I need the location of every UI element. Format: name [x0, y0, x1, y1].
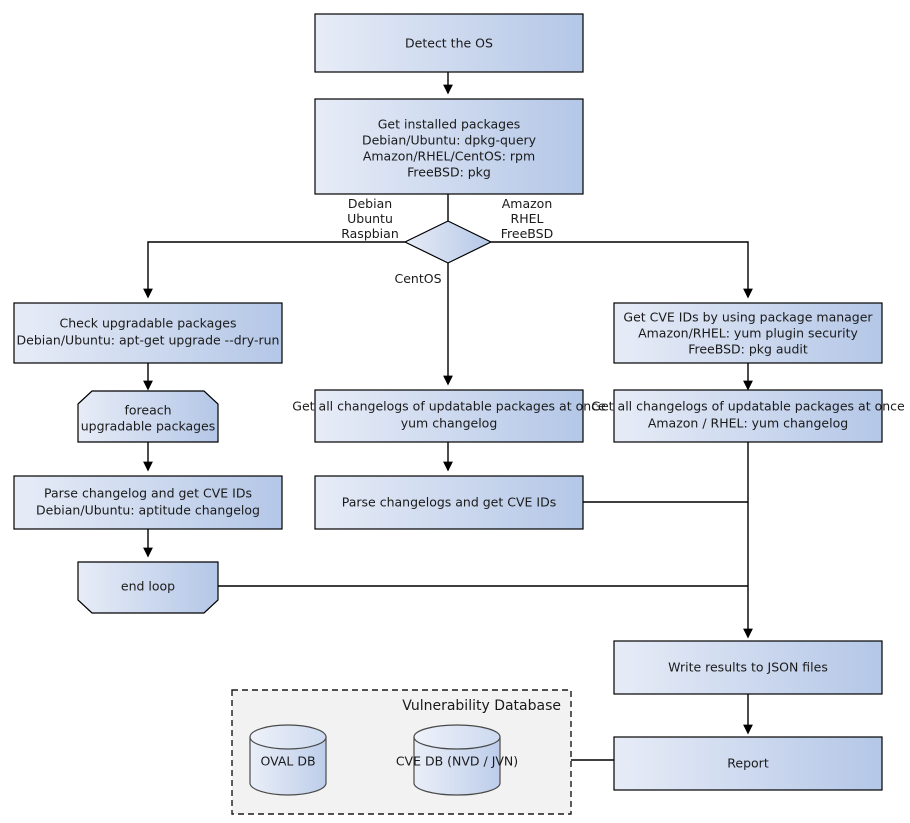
connector-layer — [143, 72, 753, 761]
node-get-changelogs-centos-shape[interactable] — [314, 389, 584, 443]
edge-label-right-branch: Amazon RHEL FreeBSD — [501, 196, 553, 241]
db-oval-db-top[interactable] — [249, 724, 327, 750]
node-parse-changelogs-centos-shape[interactable] — [314, 475, 584, 530]
db-cve-db-label: CVE DB (NVD / JVN) — [396, 754, 518, 769]
node-get-changelogs-centos[interactable]: Get all changelogs of updatable packages… — [292, 389, 606, 443]
node-os-decision[interactable] — [403, 220, 493, 264]
node-check-upgradable-packages-shape[interactable] — [13, 302, 283, 364]
edge-label-down-branch: CentOS — [394, 271, 441, 286]
node-get-installed-packages-line-3: Amazon/RHEL/CentOS: rpm — [363, 149, 535, 164]
edge-label-right-line-1: Amazon — [502, 196, 553, 211]
node-get-installed-packages-line-2: Debian/Ubuntu: dpkg-query — [362, 133, 537, 148]
edge-decision-right — [491, 241, 753, 299]
edge-label-left-line-1: Debian — [348, 196, 392, 211]
node-parse-changelog-debian-line-2: Debian/Ubuntu: aptitude changelog — [36, 503, 260, 518]
node-end-loop-label: end loop — [121, 579, 175, 594]
node-report[interactable]: Report — [613, 736, 883, 791]
db-oval-db-body[interactable] — [249, 736, 327, 796]
node-get-changelogs-amazon-rhel-line-2: Amazon / RHEL: yum changelog — [648, 416, 848, 431]
node-check-upgradable-packages-line-2: Debian/Ubuntu: apt-get upgrade --dry-run — [17, 333, 280, 348]
node-end-loop[interactable]: end loop — [77, 561, 219, 614]
node-get-cve-ids-line-3: FreeBSD: pkg audit — [688, 342, 808, 357]
node-get-installed-packages-shape[interactable] — [314, 98, 584, 195]
node-parse-changelogs-centos-label: Parse changelogs and get CVE IDs — [342, 495, 556, 510]
cluster-vulnerability-database: Vulnerability Database OVAL DB CVE DB (N… — [231, 689, 572, 815]
edge-label-right-line-3: FreeBSD — [501, 226, 553, 241]
node-get-installed-packages[interactable]: Get installed packages Debian/Ubuntu: dp… — [314, 98, 584, 195]
node-parse-changelog-debian[interactable]: Parse changelog and get CVE IDs Debian/U… — [13, 475, 283, 530]
node-get-installed-packages-line-4: FreeBSD: pkg — [407, 165, 491, 180]
node-os-decision-shape[interactable] — [403, 220, 493, 264]
edge-decision-left — [143, 241, 405, 299]
node-parse-changelogs-centos[interactable]: Parse changelogs and get CVE IDs — [314, 475, 584, 530]
node-end-loop-shape[interactable] — [77, 561, 219, 614]
node-foreach-upgradable-packages-shape[interactable] — [77, 390, 219, 443]
node-foreach-line-1: foreach — [124, 403, 171, 418]
node-write-results-json[interactable]: Write results to JSON files — [613, 640, 883, 695]
edge-label-right-line-2: RHEL — [511, 211, 544, 226]
node-get-cve-ids-line-2: Amazon/RHEL: yum plugin security — [638, 326, 858, 341]
node-check-upgradable-packages[interactable]: Check upgradable packages Debian/Ubuntu:… — [13, 302, 283, 364]
edge-label-left-line-2: Ubuntu — [347, 211, 393, 226]
node-get-cve-ids-line-1: Get CVE IDs by using package manager — [623, 310, 873, 325]
node-report-shape[interactable] — [613, 736, 883, 791]
node-write-results-json-label: Write results to JSON files — [668, 660, 828, 675]
node-write-results-json-shape[interactable] — [613, 640, 883, 695]
node-get-installed-packages-line-1: Get installed packages — [378, 117, 521, 132]
db-cve-db[interactable]: CVE DB (NVD / JVN) — [396, 724, 518, 796]
node-parse-changelog-debian-shape[interactable] — [13, 475, 283, 530]
node-check-upgradable-packages-line-1: Check upgradable packages — [60, 316, 237, 331]
edge-label-left-branch: Debian Ubuntu Raspbian — [341, 196, 399, 241]
db-oval-db-label: OVAL DB — [260, 754, 315, 769]
node-detect-os[interactable]: Detect the OS — [314, 13, 584, 73]
node-get-changelogs-amazon-rhel-line-1: Get all changelogs of updatable packages… — [591, 399, 905, 414]
db-oval-db[interactable]: OVAL DB — [249, 724, 327, 796]
edge-label-left-line-3: Raspbian — [341, 226, 399, 241]
node-detect-os-label: Detect the OS — [405, 36, 493, 51]
node-get-changelogs-centos-line-1: Get all changelogs of updatable packages… — [292, 399, 606, 414]
node-foreach-line-2: upgradable packages — [81, 419, 216, 434]
db-cve-db-body[interactable] — [413, 736, 501, 796]
node-get-changelogs-amazon-rhel[interactable]: Get all changelogs of updatable packages… — [591, 389, 905, 443]
node-report-label: Report — [727, 756, 769, 771]
node-get-cve-ids-package-manager-shape[interactable] — [613, 302, 883, 364]
node-parse-changelog-debian-line-1: Parse changelog and get CVE IDs — [44, 486, 252, 501]
node-detect-os-shape[interactable] — [314, 13, 584, 73]
node-get-changelogs-amazon-rhel-shape[interactable] — [613, 389, 883, 443]
db-cve-db-top[interactable] — [413, 724, 501, 750]
node-get-cve-ids-package-manager[interactable]: Get CVE IDs by using package manager Ama… — [613, 302, 883, 364]
cluster-title: Vulnerability Database — [402, 698, 561, 714]
node-get-changelogs-centos-line-2: yum changelog — [401, 416, 498, 431]
node-foreach-upgradable-packages[interactable]: foreach upgradable packages — [77, 390, 219, 443]
